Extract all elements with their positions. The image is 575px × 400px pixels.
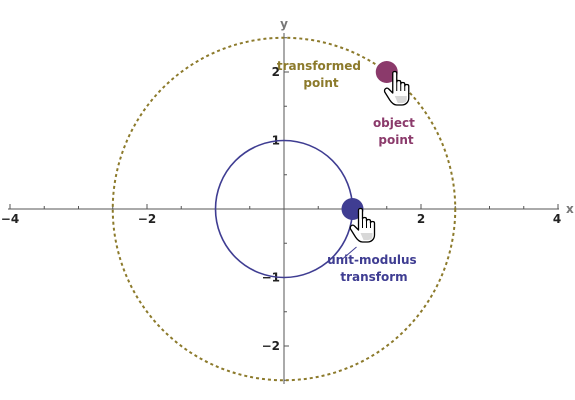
y-tick-label: 2 — [272, 65, 280, 79]
y-axis-label: y — [280, 17, 288, 31]
unit-label-line: transform — [340, 270, 407, 284]
x-tick-label: 2 — [417, 212, 425, 226]
unit-modulus-label: unit-modulus transform — [327, 253, 421, 284]
object-point-label: object point — [373, 116, 419, 147]
x-tick-label: −2 — [138, 212, 156, 226]
x-tick-label: −4 — [1, 212, 19, 226]
transform-leader-line — [342, 246, 357, 260]
transformed-point-label: transformed point — [277, 59, 365, 90]
y-tick-label: −1 — [262, 271, 280, 285]
object-label-line: point — [378, 133, 413, 147]
transformed-circle — [111, 36, 457, 382]
object-label-line: object — [373, 116, 415, 130]
unit-label-line: unit-modulus — [327, 253, 417, 267]
transformed-label-line: transformed — [277, 59, 361, 73]
x-tick-label: 4 — [553, 212, 561, 226]
y-tick-label: −2 — [262, 339, 280, 353]
x-axis-label: x — [566, 202, 574, 216]
transformed-label-line: point — [303, 76, 338, 90]
